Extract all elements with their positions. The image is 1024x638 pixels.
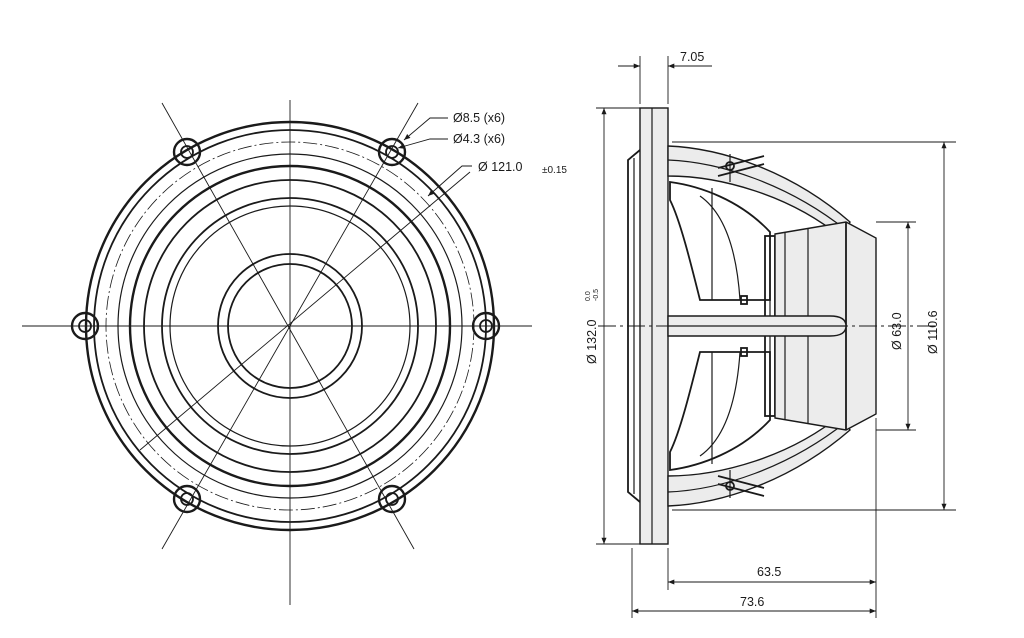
- basket-window-lower: [669, 351, 771, 472]
- dim-flange-tol-upper: 0.0: [585, 291, 592, 301]
- front-axis-30b: [161, 102, 419, 550]
- dim-flange-tol-lower: -0.5: [593, 289, 600, 301]
- dim-depth-from-flange: 63.5: [757, 565, 781, 579]
- front-axis-extra: [139, 171, 471, 451]
- callout-bolt-circle: Ø 121.0: [478, 160, 523, 174]
- mounting-hole: [172, 137, 202, 167]
- dim-magnet-diameter: Ø 63.0: [890, 312, 904, 350]
- mounting-hole: [172, 484, 202, 514]
- mounting-hole: [471, 311, 501, 341]
- terminal-lower: [717, 470, 765, 498]
- mounting-hole: [377, 137, 407, 167]
- front-axis-30a: [161, 102, 415, 550]
- dim-flange-thickness: 7.05: [680, 50, 704, 64]
- side-view: 7.05 Ø 132.0 0.0 -0.5 Ø 63.0 Ø 110.6: [585, 50, 956, 618]
- leader-hole-inner: [397, 138, 448, 149]
- basket-lower: [667, 412, 851, 507]
- dim-overall-depth: 73.6: [740, 595, 764, 609]
- basket-window-upper: [669, 180, 771, 301]
- callout-bolt-circle-tol: ±0.15: [542, 165, 567, 176]
- mounting-hole: [377, 484, 407, 514]
- front-view: Ø8.5 (x6) Ø4.3 (x6) Ø 121.0 ±0.15: [22, 100, 567, 605]
- dim-basket-diameter: Ø 110.6: [926, 310, 940, 354]
- leader-hole-outer: [403, 117, 448, 141]
- leader-bolt-circle: [427, 165, 472, 197]
- basket-upper: [667, 145, 851, 240]
- terminal-upper: [717, 154, 765, 182]
- mounting-hole: [70, 311, 100, 341]
- callout-hole-outer: Ø8.5 (x6): [453, 111, 505, 125]
- callout-hole-inner: Ø4.3 (x6): [453, 132, 505, 146]
- dim-flange-diameter: Ø 132.0: [585, 319, 599, 364]
